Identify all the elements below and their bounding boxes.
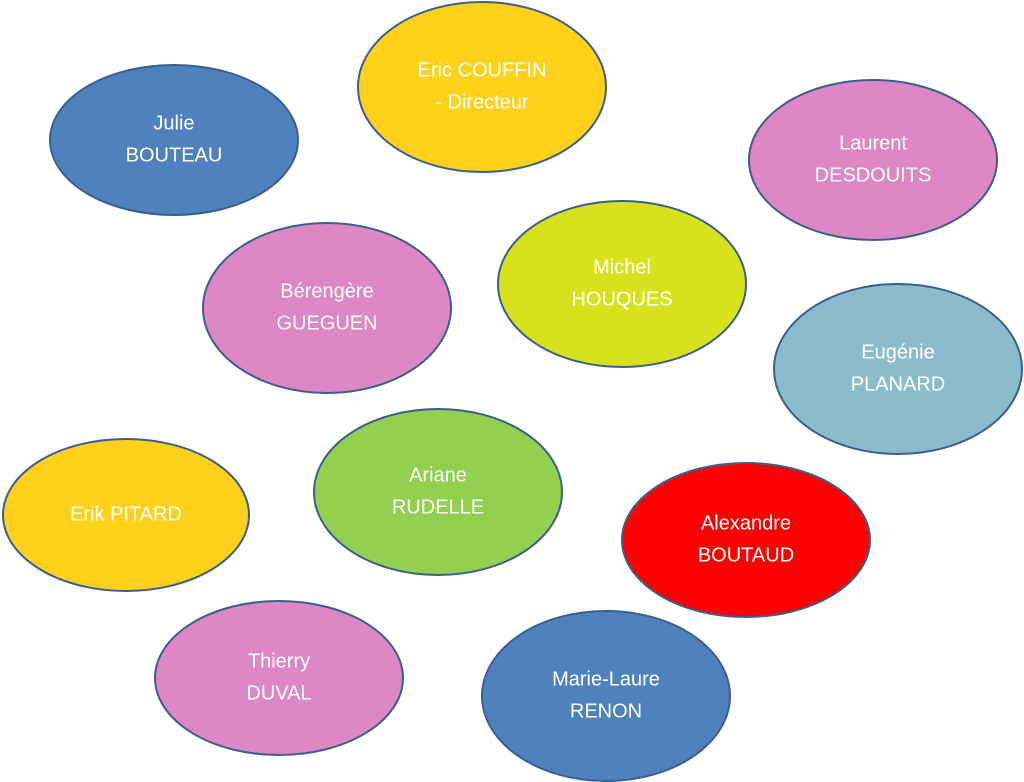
person-name-line: DESDOUITS (815, 164, 932, 186)
bubble-ellipse (49, 64, 299, 216)
person-name-line: Alexandre (701, 512, 791, 534)
person-name-line: - Directeur (435, 91, 529, 113)
bubble-ellipse (154, 600, 404, 756)
bubble-ellipse (748, 79, 998, 241)
person-name-line: Thierry (248, 650, 310, 672)
person-bubble-erik-pitard: Erik PITARD (2, 438, 250, 592)
person-name-line: BOUTAUD (698, 544, 794, 566)
person-name-line: PLANARD (851, 373, 945, 395)
bubble-ellipse (313, 408, 563, 576)
bubble-ellipse (497, 200, 747, 368)
person-name-line: Julie (153, 112, 194, 134)
person-name-line: Marie-Laure (552, 668, 660, 690)
person-name-line: HOUQUES (571, 288, 672, 310)
person-name-line: Ariane (409, 464, 467, 486)
bubble-ellipse (202, 222, 452, 394)
bubble-ellipse (773, 283, 1023, 455)
person-name-line: Bérengère (280, 280, 373, 302)
bubble-ellipse (2, 438, 250, 592)
person-name-line: Eugénie (861, 341, 934, 363)
person-name-line: Erik PITARD (70, 503, 182, 525)
person-name-line: BOUTEAU (126, 144, 223, 166)
bubble-ellipse (621, 462, 871, 618)
person-name-line: GUEGUEN (276, 312, 377, 334)
bubble-ellipse (357, 1, 607, 173)
person-bubble-eric-couffin: Eric COUFFIN - Directeur (357, 1, 607, 173)
bubble-ellipse (481, 610, 731, 782)
person-name-line: RUDELLE (392, 496, 484, 518)
person-name-line: Michel (593, 256, 651, 278)
person-name-line: DUVAL (246, 682, 311, 704)
person-name-line: Laurent (839, 132, 907, 154)
person-name-line: Eric COUFFIN (418, 59, 547, 81)
person-name-line: RENON (570, 700, 642, 722)
